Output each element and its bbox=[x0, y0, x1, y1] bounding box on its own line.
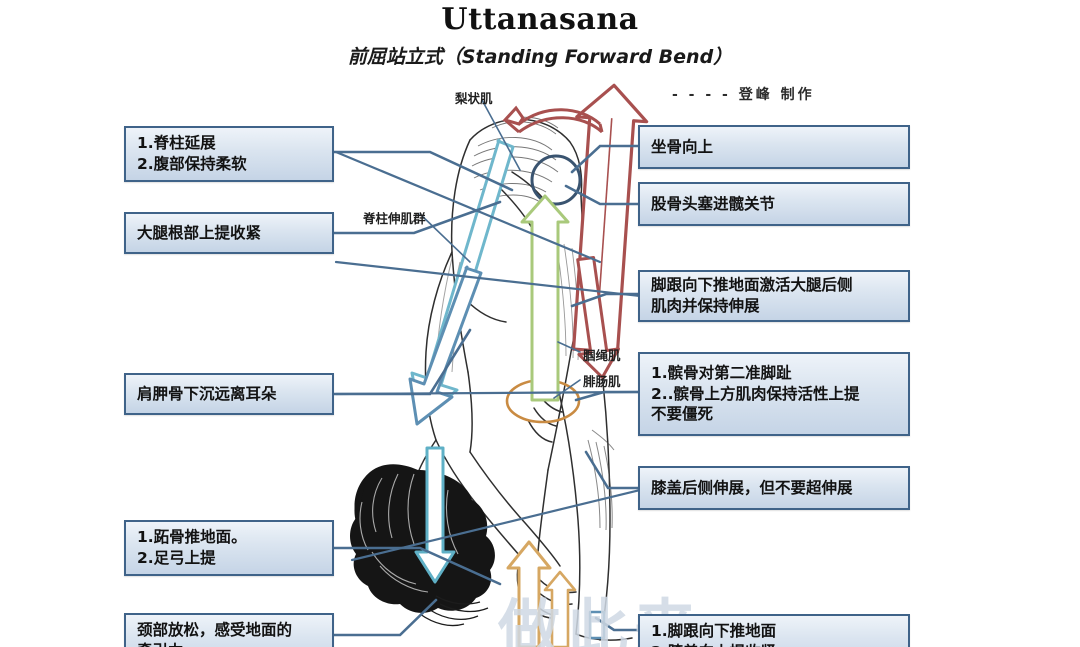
callout-line: 脚跟向下推地面激活大腿后侧 bbox=[651, 276, 853, 295]
callout-heel-down-push[interactable]: 1.脚跟向下推地面 2.膝盖向上提收紧 bbox=[638, 614, 910, 647]
anatomy-label-hamstrings: 腘绳肌 bbox=[583, 348, 621, 363]
arrow-arch-lift-up bbox=[506, 540, 552, 647]
callout-sit-bones-up[interactable]: 坐骨向上 bbox=[638, 125, 910, 169]
callout-line: 股骨头塞进髋关节 bbox=[651, 194, 776, 213]
callout-line: 不要僵死 bbox=[651, 405, 714, 424]
anatomy-label-gastrocnemius: 腓肠肌 bbox=[583, 374, 621, 389]
callout-line: 1.髌骨对第二准脚趾 bbox=[651, 363, 792, 382]
callout-neck-relax[interactable]: 颈部放松，感受地面的 牵引力 bbox=[124, 613, 334, 647]
callout-line: 坐骨向上 bbox=[651, 137, 714, 156]
callout-femur-head-into-hip[interactable]: 股骨头塞进髋关节 bbox=[638, 182, 910, 226]
callout-line: 牵引力 bbox=[137, 641, 321, 647]
callout-line: 1.脊柱延展 bbox=[137, 134, 216, 153]
arrow-arch-lift-up-secondary bbox=[543, 570, 577, 647]
arrow-sit-bones-up bbox=[571, 83, 649, 354]
callout-line: 2.腹部保持柔软 bbox=[137, 155, 247, 173]
callout-line: 肌肉并保持伸展 bbox=[651, 297, 760, 315]
callout-line: 颈部放松，感受地面的 bbox=[137, 621, 293, 640]
callout-spine-extension[interactable]: 1.脊柱延展 2.腹部保持柔软 bbox=[124, 126, 334, 182]
page-title: Uttanasana bbox=[441, 2, 639, 37]
arrow-quad-lift-up bbox=[520, 194, 570, 402]
callout-line: 2..髌骨上方肌肉保持活性上提 bbox=[651, 384, 860, 403]
hair bbox=[350, 464, 495, 613]
callout-thigh-root-lift[interactable]: 大腿根部上提收紧 bbox=[124, 212, 334, 254]
hip-joint-marker-circle bbox=[530, 154, 582, 206]
callout-knee-extension[interactable]: 膝盖后侧伸展，但不要超伸展 bbox=[638, 466, 910, 510]
callout-scapula-depress[interactable]: 肩胛骨下沉远离耳朵 bbox=[124, 373, 334, 415]
callout-line: 肩胛骨下沉远离耳朵 bbox=[137, 384, 277, 403]
callout-line: 2.膝盖向上提收紧 bbox=[651, 642, 897, 647]
leader-lines bbox=[332, 99, 642, 637]
callout-line: 大腿根部上提收紧 bbox=[137, 223, 262, 242]
callout-heel-press-activate[interactable]: 脚跟向下推地面激活大腿后侧 肌肉并保持伸展 bbox=[638, 270, 910, 322]
callout-line: 2.足弓上提 bbox=[137, 549, 216, 567]
arrow-back-down-left bbox=[408, 265, 483, 426]
arrow-neck-traction-down bbox=[414, 446, 456, 584]
arrow-curved-sacrum bbox=[502, 105, 604, 134]
arrow-heel-press-down bbox=[576, 255, 621, 379]
callout-line: 1.脚跟向下推地面 bbox=[651, 622, 777, 641]
callout-metatarsal-press[interactable]: 1.跖骨推地面。 2.足弓上提 bbox=[124, 520, 334, 576]
callout-line: 1.跖骨推地面。 bbox=[137, 528, 247, 547]
arrow-foot-floor bbox=[588, 610, 606, 640]
hair-wisps bbox=[419, 595, 489, 627]
anatomy-label-piriformis: 梨状肌 bbox=[455, 91, 493, 106]
callout-line: 膝盖后侧伸展，但不要超伸展 bbox=[651, 478, 853, 497]
credit-line: - - - - 登峰 制作 bbox=[672, 87, 815, 103]
page-subtitle: 前屈站立式（Standing Forward Bend） bbox=[347, 46, 733, 68]
anatomy-label-spinal-erectors: 脊柱伸肌群 bbox=[363, 211, 426, 226]
callout-patella-alignment[interactable]: 1.髌骨对第二准脚趾 2..髌骨上方肌肉保持活性上提 不要僵死 bbox=[638, 352, 910, 436]
